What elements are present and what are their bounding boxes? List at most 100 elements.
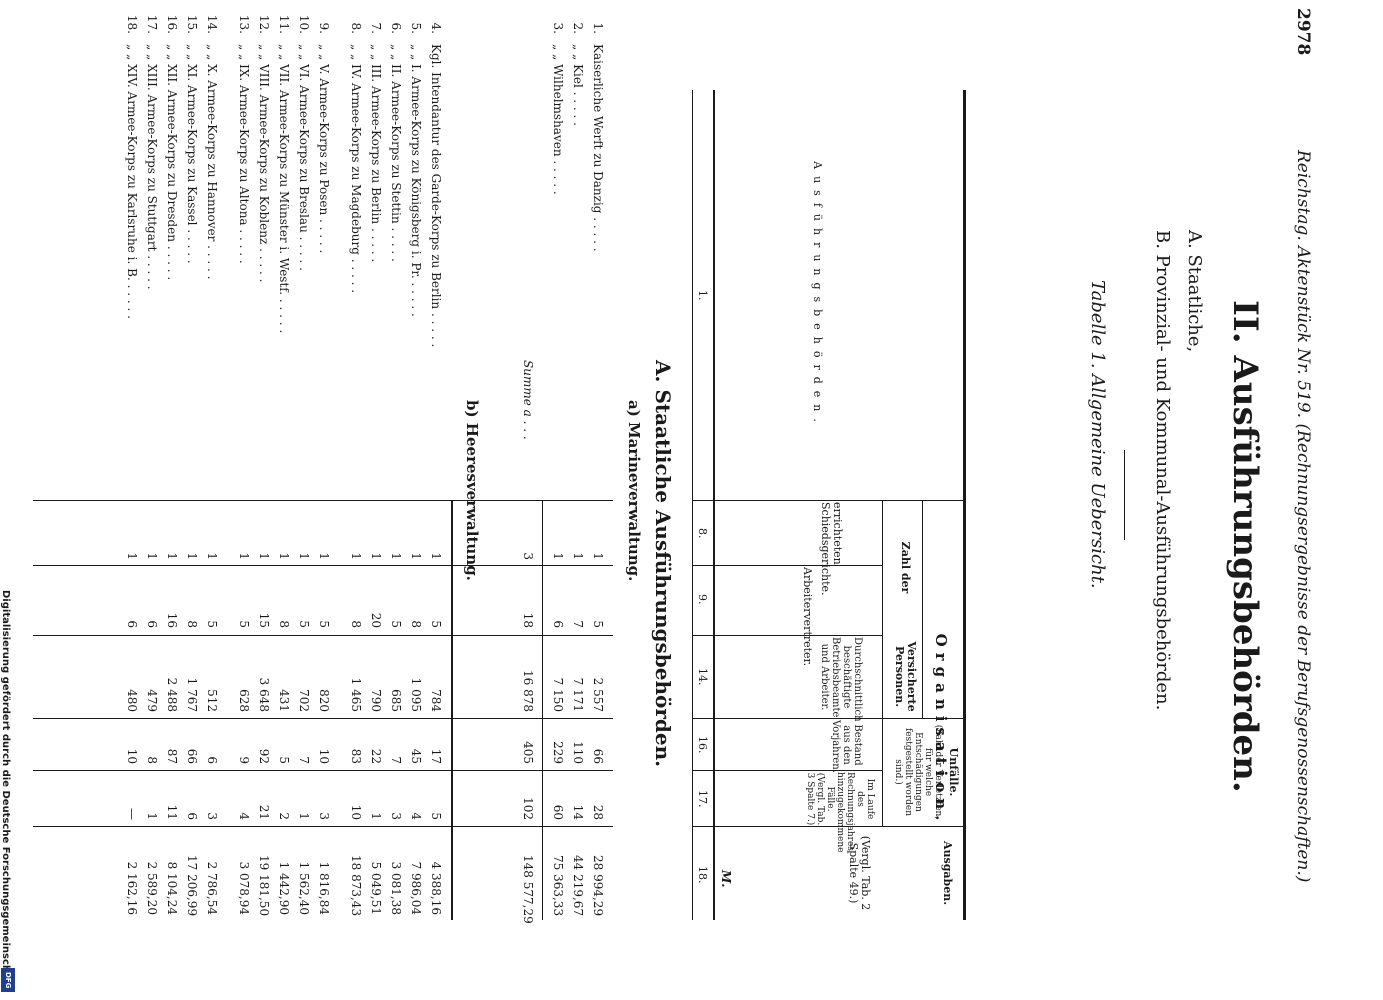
subsection-b: B. Provinzial- und Kommunal-Ausführungsb…: [1152, 230, 1173, 711]
cell-c8: 1: [591, 552, 605, 560]
header-ausgaben: Ausgaben.: [941, 840, 954, 906]
cell-c16: 45: [409, 748, 423, 764]
cell-c9: 8: [409, 620, 423, 628]
sum-label: Summe a . . .: [521, 360, 535, 440]
row-name: „ „ I. Armee-Korps zu Königsberg i. Pr. …: [409, 44, 423, 317]
cell-c9: 20: [369, 612, 383, 628]
body-vline-5: [33, 770, 613, 771]
cell-c16: 8: [145, 756, 159, 764]
cell-c17: 6: [185, 812, 199, 820]
body-vline-2: [33, 565, 613, 566]
cell-c18: 5 049,51: [369, 861, 383, 915]
cell-c16: 87: [165, 748, 179, 764]
cell-c16: 66: [185, 748, 199, 764]
cell-c17: 21: [257, 804, 271, 820]
cell-c9: 8: [185, 620, 199, 628]
cell-c9: 5: [237, 620, 251, 628]
colnum-14: 14.: [696, 668, 709, 686]
cell-c18: 75 363,33: [551, 855, 565, 917]
cell-c18: 19 181,50: [257, 855, 271, 917]
cell-c14: 7 171: [571, 677, 585, 712]
colnum-1: 1.: [696, 290, 709, 301]
colnum-9: 9.: [696, 594, 709, 605]
sum-cell-c14: 16 878: [521, 670, 535, 712]
row-number: 10.: [297, 14, 311, 34]
row-number: 12.: [257, 14, 271, 34]
cell-c18: 1 562,40: [297, 861, 311, 915]
cell-c18: 3 081,38: [389, 861, 403, 915]
cell-c16: 9: [237, 756, 251, 764]
cell-c9: 5: [205, 620, 219, 628]
cell-c17: 60: [551, 804, 565, 820]
cell-c17: 1: [145, 812, 159, 820]
cell-c18: 17 206,99: [185, 855, 199, 917]
row-number: 17.: [145, 14, 159, 34]
cell-c17: 10: [349, 804, 363, 820]
cell-c9: 5: [389, 620, 403, 628]
cell-c8: 1: [205, 552, 219, 560]
cell-c9: 6: [145, 620, 159, 628]
cell-c14: 1 465: [349, 677, 363, 712]
cell-c8: 1: [185, 552, 199, 560]
body-vline-3: [33, 635, 613, 636]
cell-c18: 2 162,16: [125, 861, 139, 915]
row-name: „ „ Kiel . . . . .: [571, 44, 585, 126]
cell-c18: 4 388,16: [429, 861, 443, 915]
cell-c8: 1: [145, 552, 159, 560]
colnum-18: 18.: [696, 866, 709, 884]
table-header-rule: [713, 90, 715, 920]
cell-c16: 83: [349, 748, 363, 764]
row-number: 5.: [409, 22, 423, 34]
cell-c14: 480: [125, 689, 139, 712]
cell-c14: 479: [145, 689, 159, 712]
cell-c14: 3 648: [257, 677, 271, 712]
cell-c8: 1: [125, 552, 139, 560]
cell-c18: 28 994,29: [591, 855, 605, 917]
sum-cell-c16: 405: [521, 741, 535, 764]
cell-c9: 5: [429, 620, 443, 628]
cell-c9: 15: [257, 612, 271, 628]
row-name: Kgl. Intendantur des Garde-Korps zu Berl…: [429, 44, 443, 348]
dfg-footer-note: Digitalisierung gefördert durch die Deut…: [0, 590, 16, 988]
row-name: „ „ VIII. Armee-Korps zu Koblenz . . . .…: [257, 44, 271, 283]
row-name: „ „ XII. Armee-Korps zu Dresden . . . . …: [165, 44, 179, 281]
page-number: 2978: [1293, 8, 1313, 56]
row-name: „ „ XIII. Armee-Korps zu Stuttgart . . .…: [145, 44, 159, 290]
header-col-14: Durchschnittlich beschäftigte Betriebsbe…: [819, 637, 863, 722]
cell-c8: 1: [551, 552, 565, 560]
cell-c17: 4: [237, 812, 251, 820]
cell-c17: 14: [571, 804, 585, 820]
sum-cell-c18: 148 577,29: [521, 855, 535, 924]
cell-c18: 2 786,54: [205, 861, 219, 915]
cell-c17: 3: [205, 812, 219, 820]
cell-c14: 431: [277, 689, 291, 712]
cell-c14: 2 488: [165, 677, 179, 712]
cell-c17: 2: [277, 812, 291, 820]
cell-c9: 8: [277, 620, 291, 628]
header-first-col: Ausführungsbehörden.: [811, 161, 824, 429]
sum-cell-c9: 18: [521, 612, 535, 628]
section-title: II. Ausführungsbehörden.: [1225, 300, 1265, 793]
header-col-9: Arbeitervertreter.: [801, 567, 814, 667]
row-name: „ „ XIV. Armee-Korps zu Karlsruhe i. B. …: [125, 44, 139, 319]
sum-rule: [542, 500, 543, 920]
row-number: 9.: [317, 22, 331, 34]
cell-c16: 229: [551, 741, 565, 764]
cell-c16: 17: [429, 748, 443, 764]
cell-c8: 1: [429, 552, 443, 560]
cell-c18: 1 816,84: [317, 861, 331, 915]
row-name: „ „ X. Armee-Korps zu Hannover . . . . .: [205, 44, 219, 280]
header-vline-3: [693, 635, 883, 636]
row-number: 11.: [277, 14, 291, 34]
cell-c17: 1: [297, 812, 311, 820]
part-a-title: A. Staatliche Ausführungsbehörden.: [651, 360, 675, 768]
cell-c16: 10: [317, 748, 331, 764]
cell-c17: 3: [389, 812, 403, 820]
cell-c14: 702: [297, 689, 311, 712]
header-col-18: (Vergl. Tab. 2 Spalte 49.): [847, 835, 872, 911]
cell-c14: 1 095: [409, 677, 423, 712]
cell-c8: 1: [369, 552, 383, 560]
cell-c8: 1: [237, 552, 251, 560]
cell-c9: 7: [571, 620, 585, 628]
